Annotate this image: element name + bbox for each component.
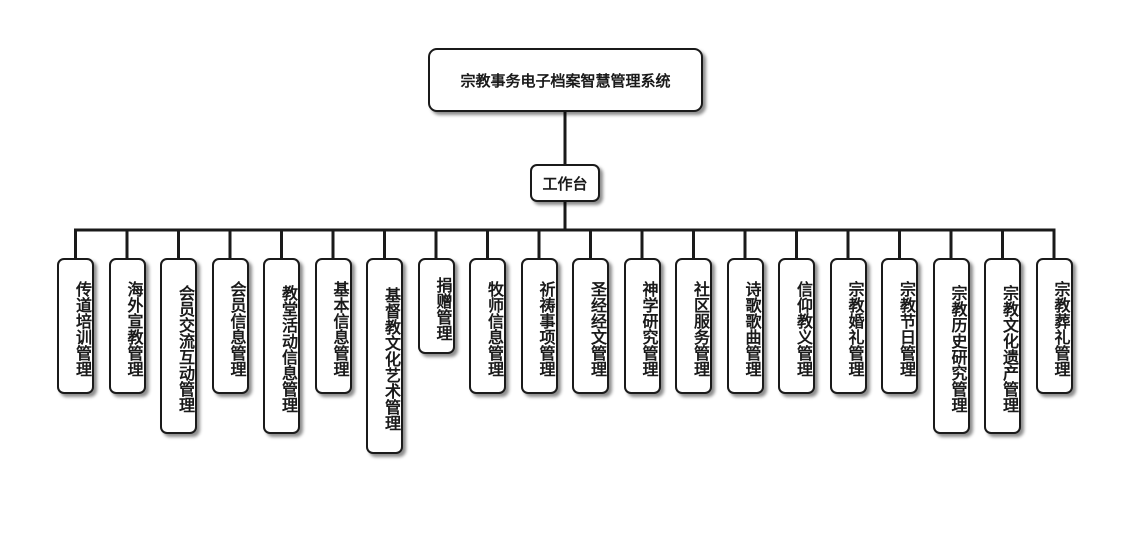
leaf-node: 祈祷事项管理 [520,258,558,394]
leaf-node: 宗教节日管理 [881,258,918,394]
leaf-node: 宗教文化遗产管理 [984,258,1021,434]
leaf-node: 基本信息管理 [314,258,352,394]
leaf-node: 牧师信息管理 [469,258,506,394]
leaf-node: 海外宣教管理 [108,258,146,394]
leaf-node: 捐赠管理 [417,258,455,354]
leaf-node: 社区服务管理 [675,258,712,394]
leaf-node: 宗教历史研究管理 [932,258,970,434]
leaf-node: 会员交流互动管理 [160,258,197,434]
leaf-node: 宗教葬礼管理 [1035,258,1073,394]
hub-node: 工作台 [530,164,600,202]
root-node: 宗教事务电子档案智慧管理系统 [428,48,703,112]
leaf-node: 宗教婚礼管理 [829,258,867,394]
leaf-node: 会员信息管理 [211,258,249,394]
leaf-node: 信仰教义管理 [778,258,815,394]
leaf-node: 教堂活动信息管理 [263,258,300,434]
leaf-node: 传道培训管理 [57,258,94,394]
leaf-node: 诗歌歌曲管理 [726,258,764,394]
leaf-node: 基督教文化艺术管理 [366,258,403,454]
leaf-node: 圣经经文管理 [572,258,609,394]
leaf-node: 神学研究管理 [623,258,661,394]
